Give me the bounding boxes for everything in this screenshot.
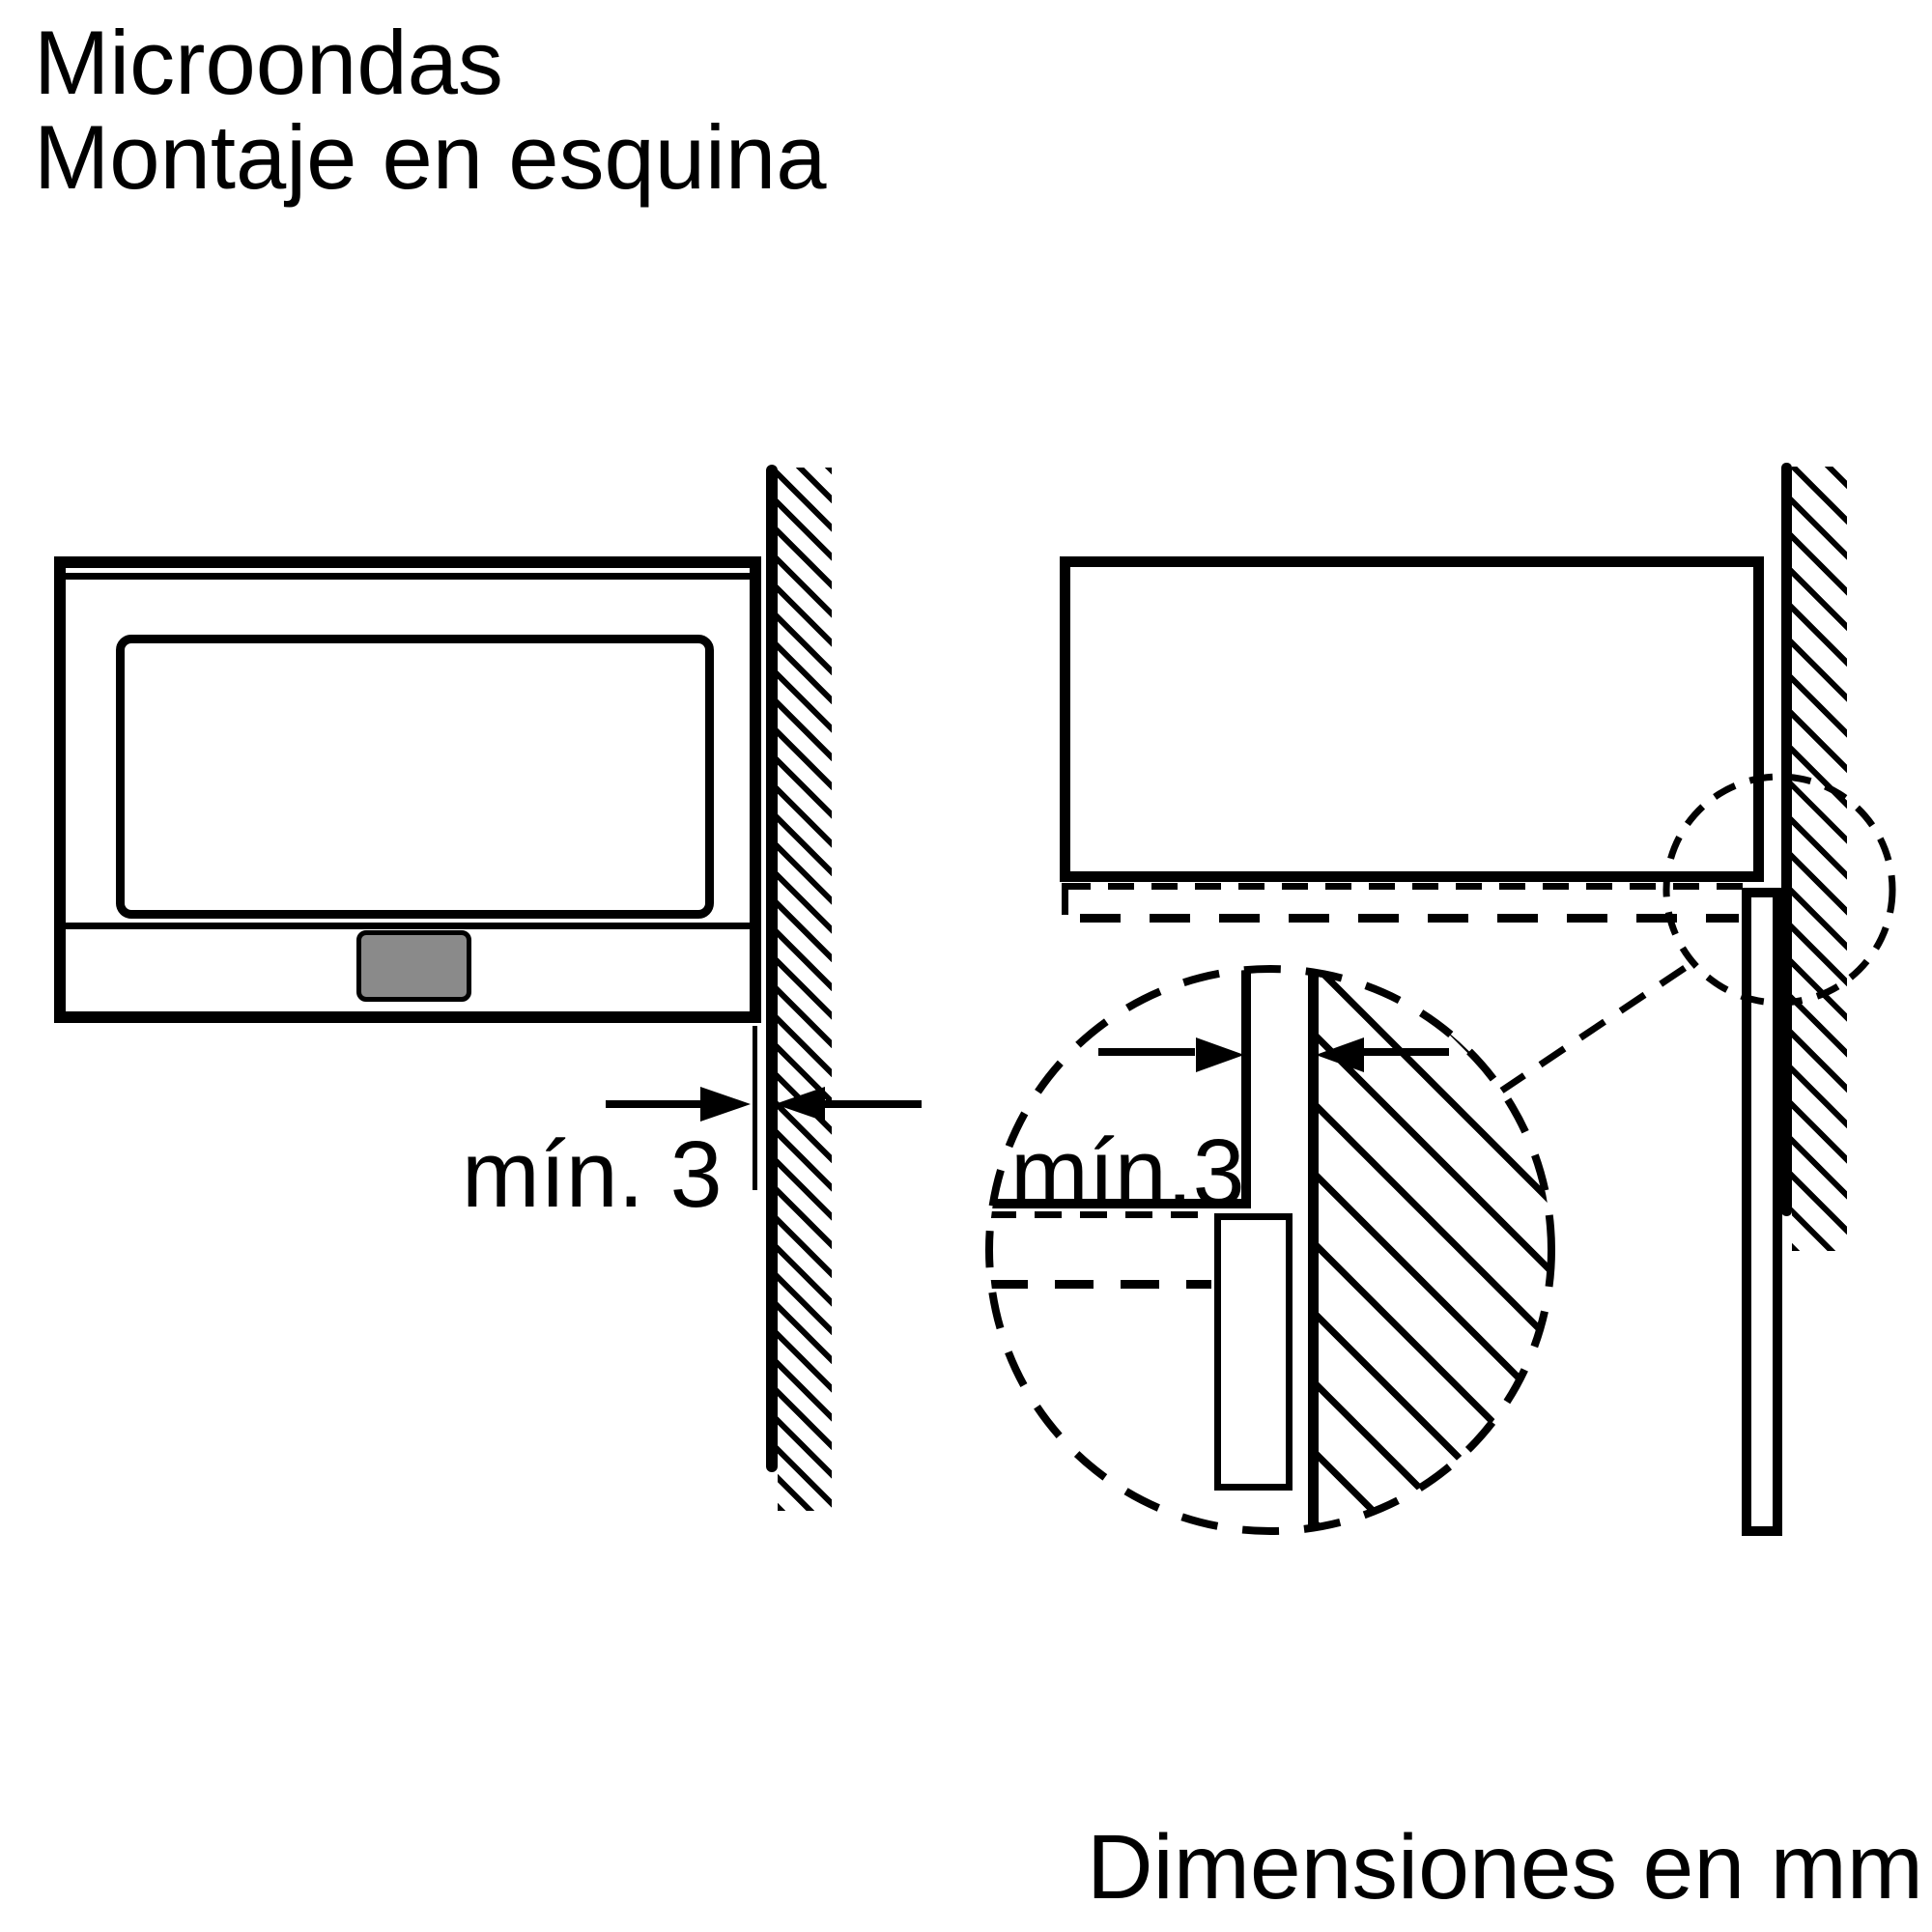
left-clearance-label: mín. 3 bbox=[462, 1122, 723, 1227]
detail-dimension-arrowhead-left-icon bbox=[1316, 1037, 1364, 1072]
detail-microwave-bottom-line bbox=[989, 1199, 1251, 1208]
detail-dimension-arrowhead-right-icon bbox=[1196, 1037, 1244, 1072]
microwave-top-trim-line bbox=[66, 573, 750, 580]
footer-dimensions-note: Dimensiones en mm bbox=[1087, 1816, 1923, 1918]
detail-marker-circle bbox=[1662, 773, 1896, 1007]
detail-view-circle: mín.3 bbox=[989, 969, 1551, 1531]
right-wall-line bbox=[1781, 463, 1792, 1216]
left-dimension-line-right bbox=[825, 1100, 922, 1108]
page-title-line1: Microondas bbox=[34, 12, 503, 113]
microwave-door-window bbox=[116, 635, 714, 919]
left-dimension-arrowhead-right-icon bbox=[700, 1087, 751, 1122]
door-dashed-line-top bbox=[1065, 883, 1743, 890]
left-dimension-line-left bbox=[606, 1100, 702, 1108]
detail-door-dashed-top bbox=[989, 1211, 1211, 1218]
left-dimension-arrowhead-left-icon bbox=[775, 1087, 825, 1122]
detail-open-door-panel bbox=[1214, 1213, 1293, 1491]
microwave-top-outline bbox=[1060, 556, 1764, 882]
left-extension-line bbox=[753, 1026, 757, 1190]
left-wall-line bbox=[766, 465, 778, 1472]
detail-microwave-side-line bbox=[1241, 969, 1251, 1208]
detail-dimension-line-left bbox=[1098, 1048, 1195, 1056]
page-title-line2: Montaje en esquina bbox=[34, 106, 827, 208]
detail-clearance-label: mín.3 bbox=[1010, 1120, 1245, 1225]
detail-view-circle-outline bbox=[985, 965, 1555, 1535]
detail-leader-line bbox=[1498, 961, 1692, 1094]
page-title: Microondas Montaje en esquina bbox=[34, 15, 826, 205]
right-wall-hatching bbox=[1792, 467, 1847, 1251]
detail-dimension-line-right bbox=[1364, 1048, 1449, 1056]
detail-door-dashed-bottom bbox=[989, 1280, 1211, 1289]
microwave-control-panel bbox=[356, 930, 471, 1002]
detail-wall-line bbox=[1308, 969, 1319, 1531]
microwave-control-strip-line bbox=[66, 923, 750, 929]
door-dashed-left-end bbox=[1062, 883, 1068, 915]
door-dashed-line-bottom bbox=[1080, 914, 1739, 923]
left-wall-hatching bbox=[778, 468, 832, 1511]
